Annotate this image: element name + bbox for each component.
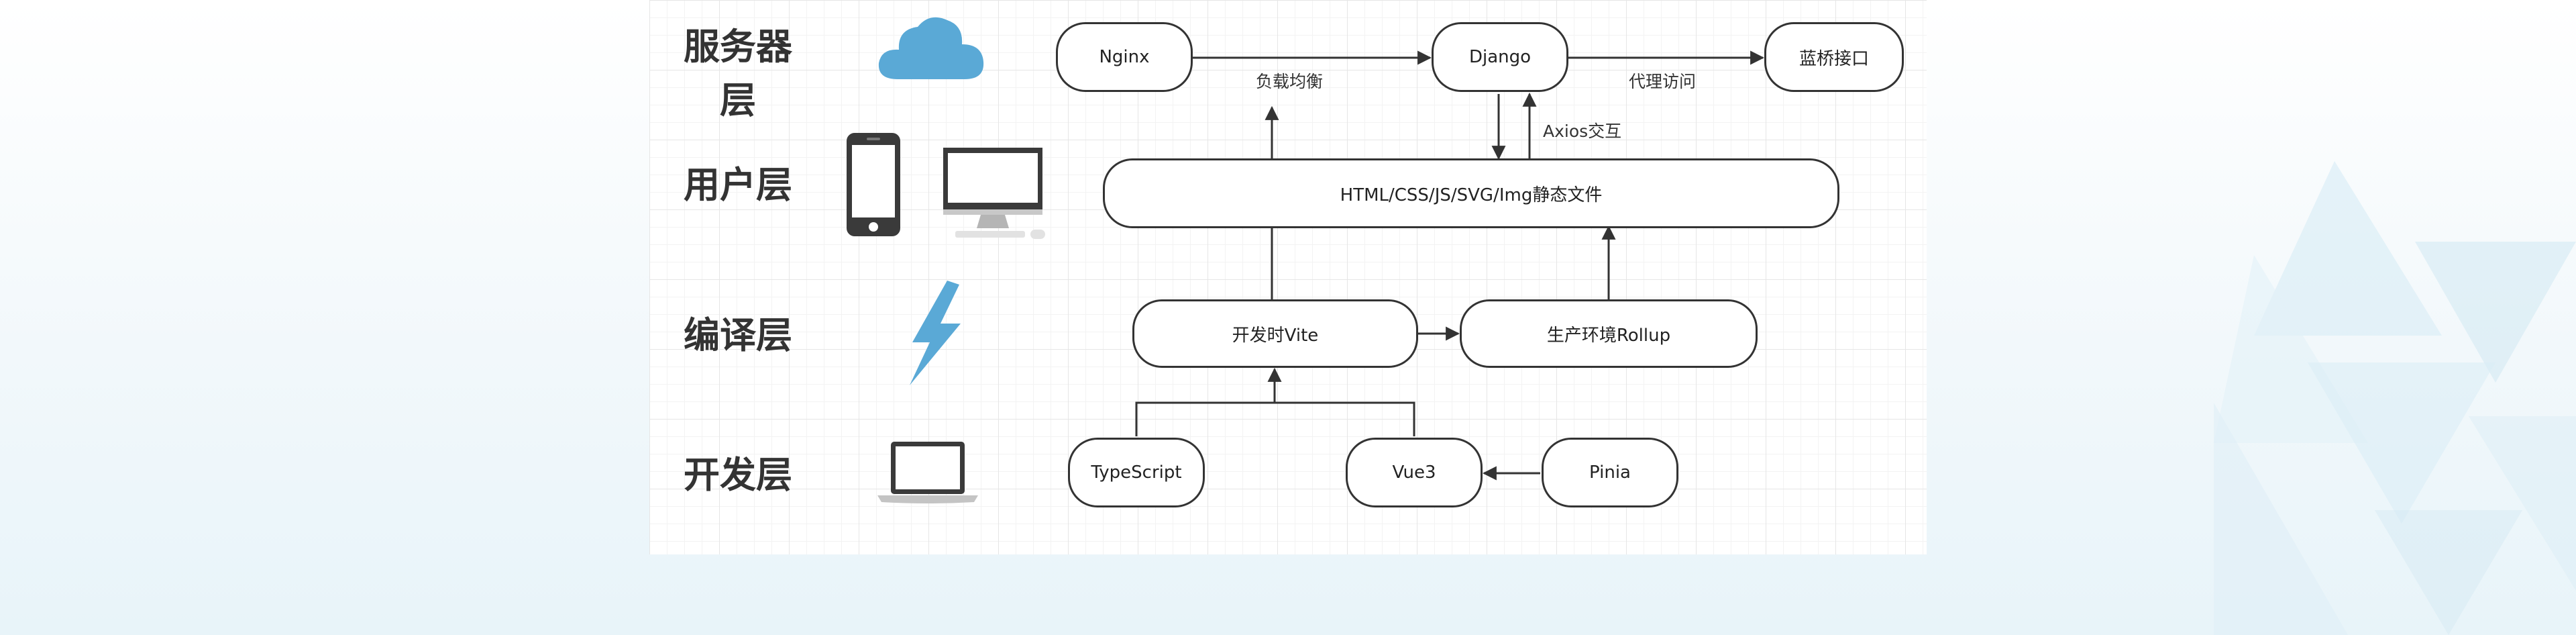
node-lanqiao-api[interactable]: 蓝桥接口 (1764, 22, 1904, 92)
desktop-monitor-icon (943, 148, 1045, 239)
architecture-diagram: 服务器层 用户层 编译层 开发层 (649, 0, 1927, 554)
phone-icon (847, 133, 900, 236)
node-vite[interactable]: 开发时Vite (1132, 299, 1418, 368)
node-pinia[interactable]: Pinia (1542, 438, 1678, 507)
edge-typescript-vue3-join (1135, 401, 1415, 436)
node-typescript[interactable]: TypeScript (1068, 438, 1205, 507)
layer-label-compile: 编译层 (684, 314, 792, 356)
laptop-icon (877, 442, 978, 503)
node-nginx[interactable]: Nginx (1056, 22, 1193, 92)
edge-label-load-balance: 负载均衡 (1256, 72, 1324, 91)
layer-label-user: 用户层 (684, 164, 792, 206)
node-rollup[interactable]: 生产环境Rollup (1460, 299, 1758, 368)
lightning-icon (910, 281, 961, 385)
node-django[interactable]: Django (1432, 22, 1568, 92)
node-static-files[interactable]: HTML/CSS/JS/SVG/Img静态文件 (1103, 158, 1839, 228)
cloud-icon (878, 17, 984, 79)
layer-label-dev: 开发层 (684, 454, 792, 496)
decorative-background-shapes (2214, 161, 2576, 635)
edge-label-axios: Axios交互 (1543, 121, 1622, 141)
node-vue3[interactable]: Vue3 (1346, 438, 1483, 507)
edge-label-proxy: 代理访问 (1629, 72, 1697, 91)
layer-label-server: 服务器层 (684, 26, 792, 121)
